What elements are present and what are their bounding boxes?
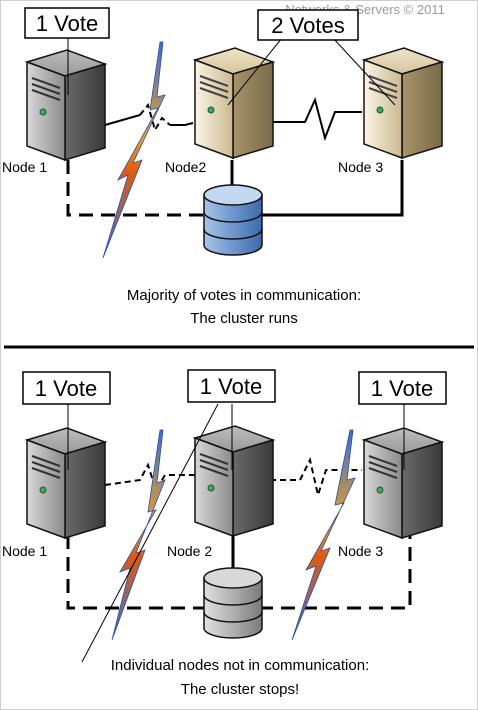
bottom-server-node-2-icon: [194, 425, 274, 537]
top-caption-line2: The cluster runs: [190, 310, 298, 327]
shared-disk-icon: [203, 184, 263, 256]
vote-callout-line-node3: [332, 37, 396, 106]
node1-link-stub: [104, 114, 141, 126]
bottom-node2-node3-broken-link: [270, 457, 362, 499]
bottom-vote-box-node1: [22, 371, 111, 405]
lightning-bolt-icon-right: [291, 429, 356, 641]
vote-box-nodes23-text: 2 Votes: [271, 13, 344, 38]
bottom-vote-box-node3: [358, 371, 447, 405]
server-node-1-icon: [26, 49, 106, 161]
bottom-vote-box-node1-text: 1 Vote: [35, 376, 97, 401]
bottom-vote-box-node2: [187, 369, 276, 403]
node1-to-disk-dashed-link: [66, 160, 205, 217]
lightning-bolt-icon: [102, 41, 166, 259]
bottom-node2-label: Node 2: [167, 543, 212, 559]
bottom-panel: 1 Vote 1 Vote 1 Vote Node 1 Node 2 Node …: [2, 369, 447, 698]
node3-to-disk-link: [262, 160, 404, 217]
bottom-caption-line2: The cluster stops!: [181, 681, 299, 698]
node1-to-node2-left-stub: [170, 122, 194, 126]
bottom-shared-disk-icon: [203, 567, 263, 639]
bottom-node3-label: Node 3: [338, 543, 383, 559]
node3-label: Node 3: [338, 159, 383, 175]
bottom-node1-node2-broken-link: [104, 462, 196, 493]
bottom-diagonal-callout-line: [81, 403, 219, 663]
bottom-server-node-1-icon: [26, 427, 106, 539]
vote-box-node1: [24, 7, 110, 39]
bottom-server-node-3-icon: [363, 427, 443, 539]
top-panel: 1 Vote 2 Votes Node 1 Node2 Node 3 Major…: [2, 7, 443, 327]
bottom-vote-box-node3-text: 1 Vote: [371, 376, 433, 401]
vote-callout-line-node2: [227, 37, 283, 106]
lightning-bolt-icon-left: [111, 429, 166, 641]
bottom-node1-label: Node 1: [2, 543, 47, 559]
bottom-vote-box-node2-text: 1 Vote: [200, 374, 262, 399]
server-node-3-icon: [363, 47, 443, 159]
node2-label: Node2: [165, 159, 206, 175]
node2-node3-zigzag-link: [270, 97, 362, 142]
vote-box-node1-text: 1 Vote: [36, 11, 98, 36]
server-node-2-icon: [194, 47, 274, 159]
node1-label: Node 1: [2, 159, 47, 175]
bottom-caption-line1: Individual nodes not in communication:: [111, 657, 370, 674]
top-caption-line1: Majority of votes in communication:: [127, 287, 361, 304]
vote-box-nodes23: [257, 9, 359, 41]
